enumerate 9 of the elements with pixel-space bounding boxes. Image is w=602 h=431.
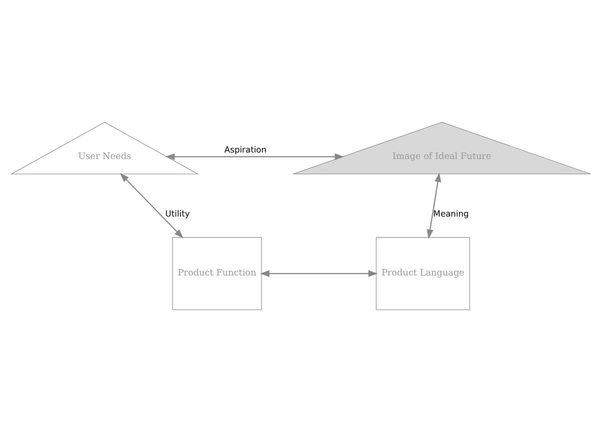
arrow	[260, 270, 378, 276]
edge-label: Meaning	[433, 208, 469, 218]
node-box: Product Function	[172, 236, 262, 310]
edge-label: Aspiration	[224, 144, 267, 154]
arrow	[120, 172, 184, 238]
edge-label: Utility	[165, 208, 190, 218]
arrow	[426, 172, 442, 238]
node-box: Product Language	[376, 236, 470, 310]
arrow	[165, 152, 344, 160]
